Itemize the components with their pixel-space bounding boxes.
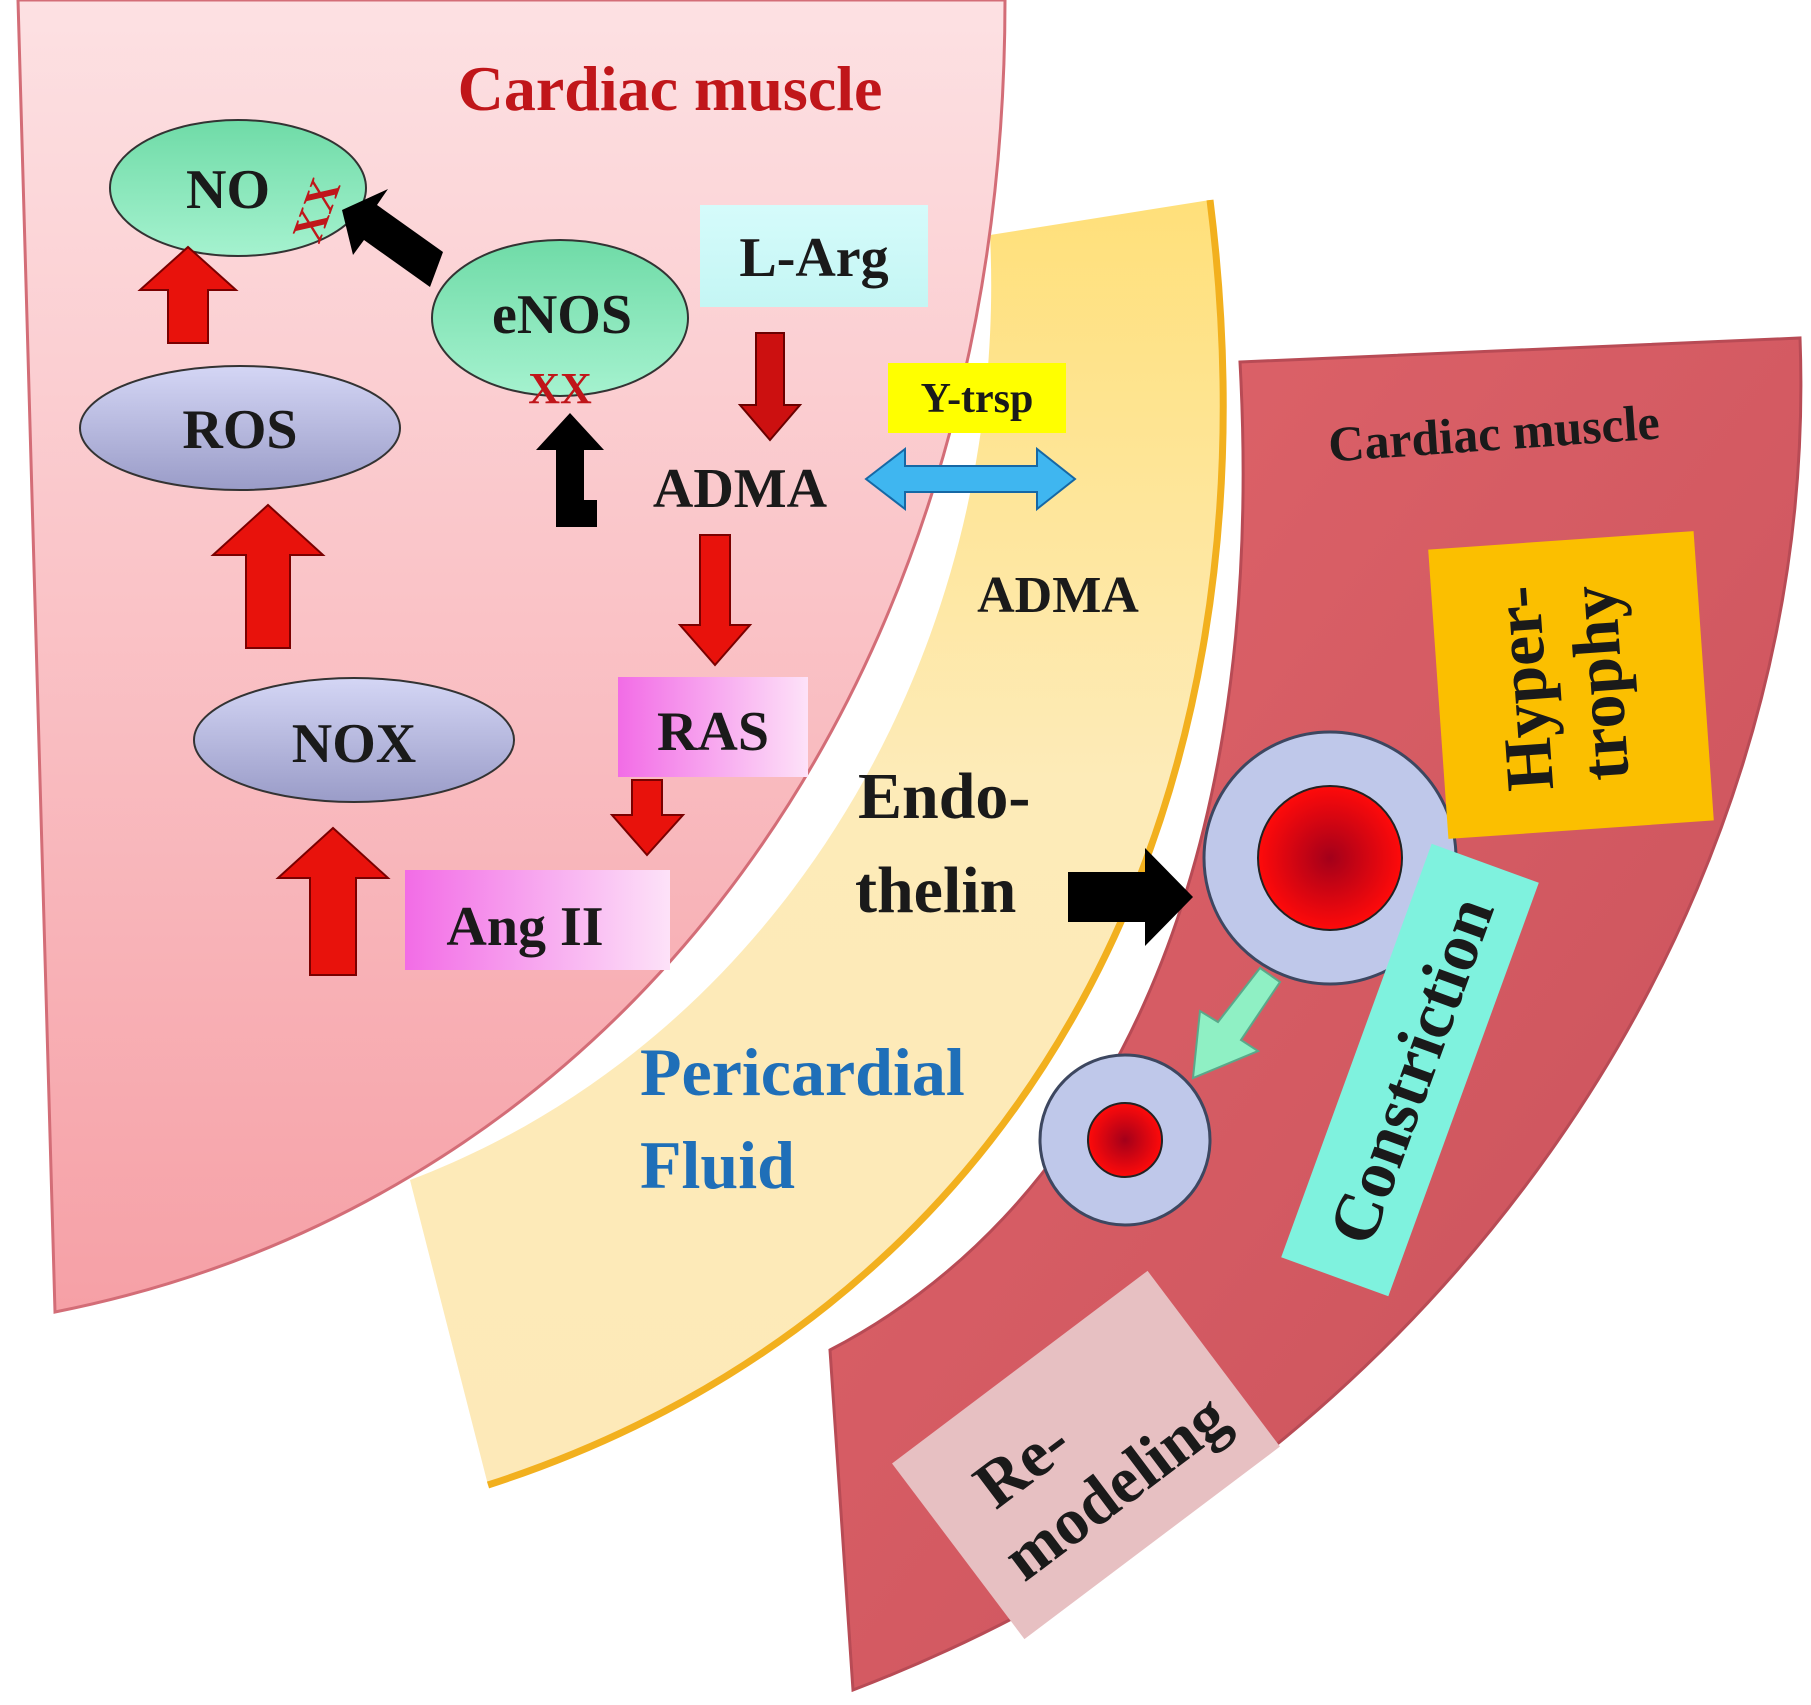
l-arg-label: L-Arg: [739, 227, 888, 289]
l-arg-box: [700, 205, 928, 307]
l-arg-to-adma-arrow: [737, 332, 803, 442]
adma-to-ras-arrow: [677, 534, 753, 667]
ros-to-no-arrow: [137, 245, 239, 344]
ang-ii-box: [405, 870, 670, 970]
adma-fluid-label: ADMA: [977, 567, 1139, 624]
pericardial-fluid-label-line1: Pericardial: [640, 1034, 965, 1110]
y-trsp-box: [888, 363, 1066, 433]
small-vessel-lumen: [1087, 1102, 1163, 1178]
ang-ii-label: Ang II: [446, 896, 603, 958]
hypertrophy-label-line1: Hyper-: [1478, 583, 1568, 793]
remodeling-box: [892, 1270, 1280, 1640]
y-trsp-label: Y-trsp: [921, 376, 1034, 422]
inner-cardiac-muscle-label: Cardiac muscle: [458, 53, 883, 124]
pericardial-fluid-label-line2: Fluid: [640, 1127, 795, 1203]
endothelin-to-vessel-arrow: [1068, 848, 1193, 946]
inner-cardiac-muscle-region: [16, 0, 1007, 1314]
no-oval: [109, 119, 367, 257]
no-label: NO: [186, 159, 270, 221]
constriction-arrow: [1191, 966, 1282, 1080]
endothelin-label-line2: thelin: [855, 854, 1016, 927]
enos-inhibit-mark: XX: [528, 364, 592, 413]
pericardial-fluid-border: [486, 199, 1227, 1489]
ang-ii-to-nox-arrow: [275, 826, 391, 976]
nox-label: NOX: [292, 713, 416, 775]
adma-inhibits-enos-arrow: [536, 413, 604, 527]
constriction-box: [1281, 843, 1539, 1297]
ras-label: RAS: [657, 701, 769, 763]
ros-oval: [79, 365, 401, 491]
adma-inner-label: ADMA: [653, 458, 828, 520]
y-trsp-transport-arrow: [864, 446, 1077, 512]
hypertrophy-box: [1428, 531, 1714, 839]
ras-box: [618, 677, 808, 777]
ros-label: ROS: [182, 399, 297, 461]
pericardial-fluid-region: [410, 200, 1224, 1485]
enos-label: eNOS: [492, 284, 632, 346]
enos-oval: [431, 239, 689, 397]
nox-oval: [193, 677, 515, 803]
enos-to-no-arrow: [342, 189, 443, 287]
large-vessel-lumen: [1257, 785, 1403, 931]
endothelin-label-line1: Endo-: [858, 760, 1030, 833]
nox-to-ros-arrow: [210, 503, 326, 649]
hypertrophy-label-line2: trophy: [1554, 583, 1643, 783]
ras-to-ang-ii-arrow: [609, 779, 686, 857]
